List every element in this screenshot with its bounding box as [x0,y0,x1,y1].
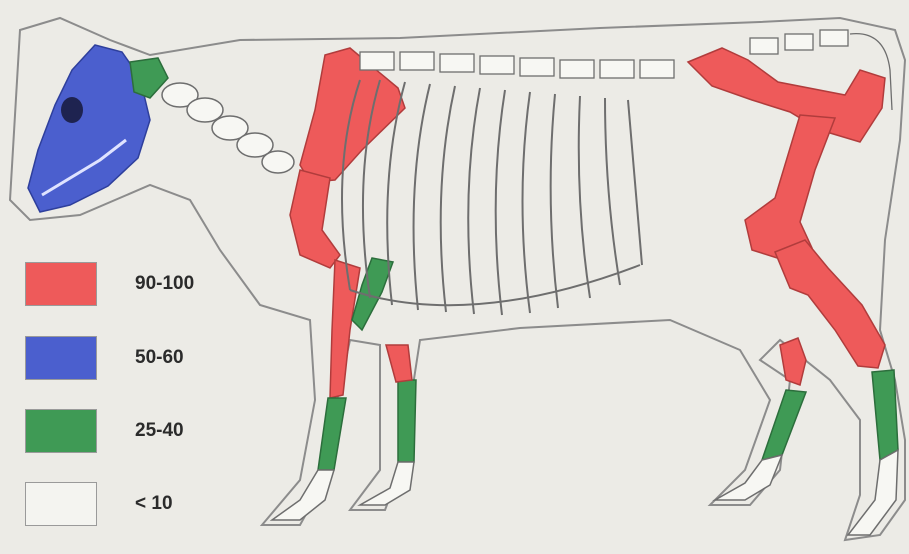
front-right-metacarpal [398,380,416,462]
humerus-bone [290,170,340,268]
legend-label: 90-100 [135,273,194,295]
legend-label: 25-40 [135,420,184,442]
hind-left-metatarsal [762,390,806,460]
legend-label: 50-60 [135,347,184,369]
eye-socket [61,97,83,123]
patella-bone [780,338,806,385]
legend-swatch [25,262,97,306]
pelvis-bone [688,48,885,142]
hind-right-metatarsal [872,370,898,460]
legend-swatch [25,409,97,453]
cervical-vertebrae [162,83,294,173]
radius-ulna-bone [330,260,360,398]
legend-label: < 10 [135,493,173,515]
phalanges [272,450,898,535]
front-left-metacarpal [318,398,346,470]
front-right-radius [386,345,412,382]
legend-swatch [25,482,97,526]
femur-bone [745,115,835,262]
legend-swatch [25,336,97,380]
